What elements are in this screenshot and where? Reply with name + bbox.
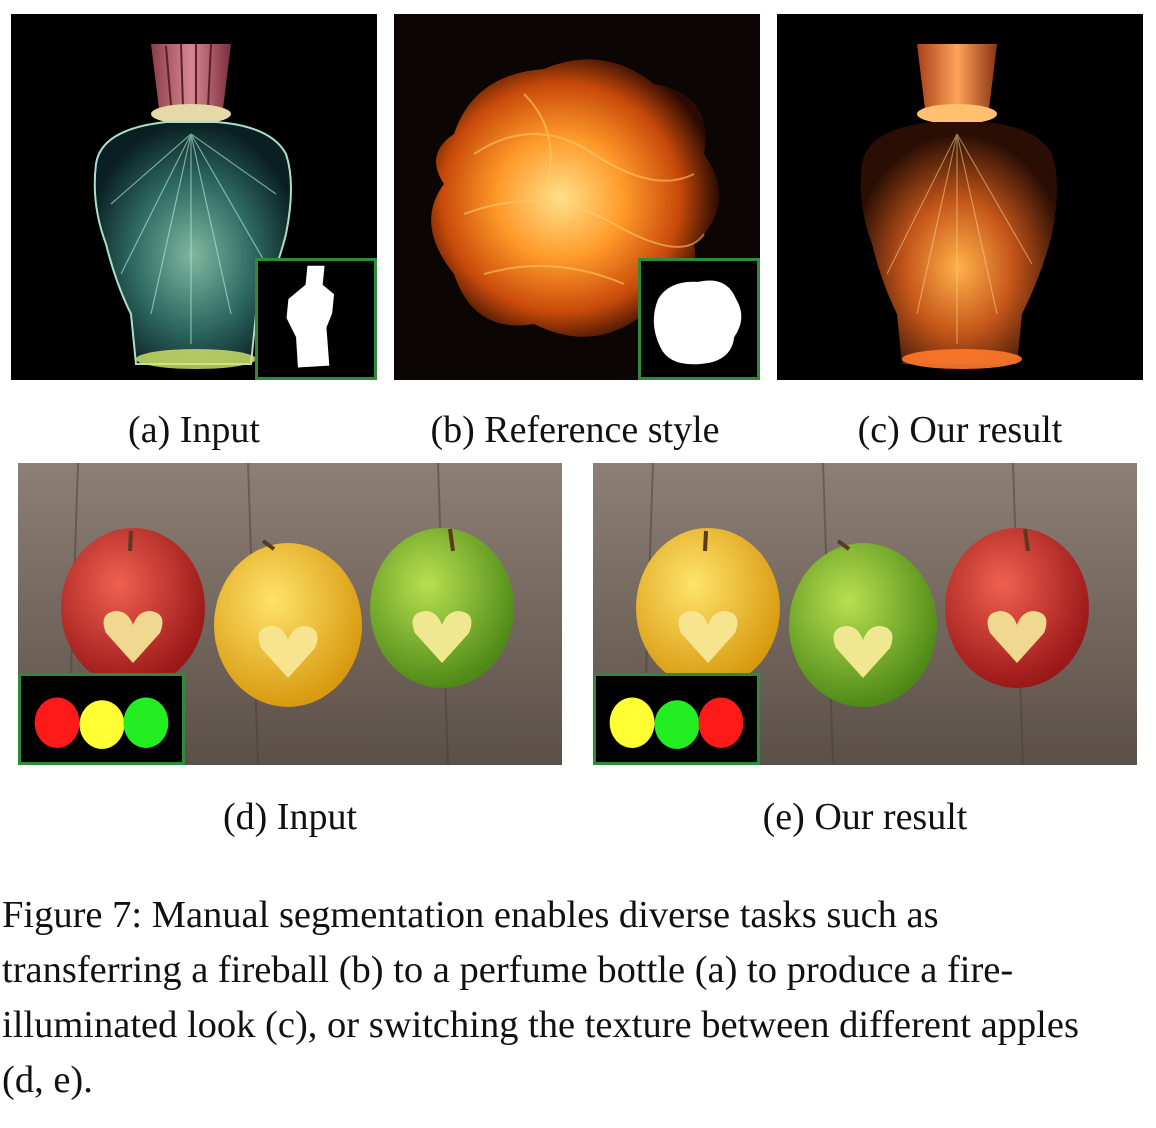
panel-a-input-image [11, 14, 377, 380]
bottle-mask-image [258, 261, 374, 377]
subcaption-c: (c) Our result [857, 409, 1063, 451]
perfume-bottle-image [11, 14, 377, 380]
panel-d-input-image [18, 463, 562, 765]
apples-result-mask-image [598, 676, 755, 762]
subcaption-d: (d) Input [222, 796, 358, 838]
panel-e-result-image [593, 463, 1137, 765]
mask-inset-apples-result [593, 673, 760, 765]
mask-inset-apples-input [18, 673, 185, 765]
apples-input-mask-image [23, 676, 180, 762]
panel-b-reference-image [394, 14, 760, 380]
mask-inset-fireball [638, 258, 760, 380]
mask-inset-bottle [255, 258, 377, 380]
fire-bottle-image [777, 14, 1143, 380]
subcaption-b: (b) Reference style [430, 409, 720, 451]
figure-caption: Figure 7: Manual segmentation enables di… [2, 894, 1079, 1101]
subcaption-e: (e) Our result [762, 796, 968, 838]
subcaption-a: (a) Input [128, 409, 260, 451]
fireball-mask-image [641, 261, 757, 377]
panel-c-result-image [777, 14, 1143, 380]
